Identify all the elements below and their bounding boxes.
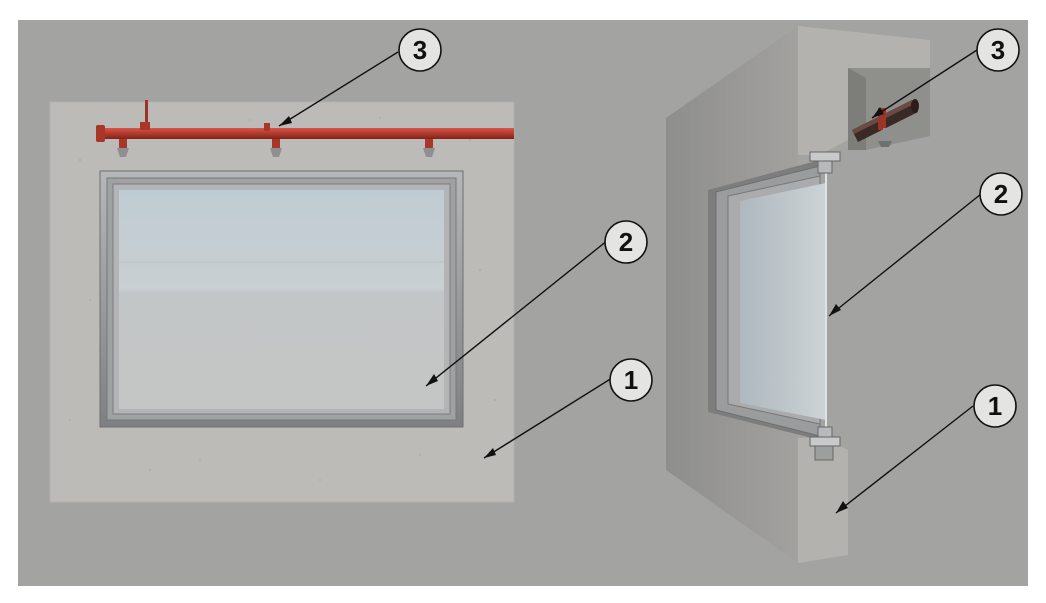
sprinkler-head <box>270 139 282 157</box>
leader-arrowheads <box>279 107 884 513</box>
callout-front-3: 3 <box>398 28 442 72</box>
callout-side-2: 2 <box>979 172 1023 216</box>
callout-side-1: 1 <box>973 384 1017 428</box>
frame-profile-top <box>809 151 841 174</box>
side-sprinkler-pipe <box>852 99 919 147</box>
front-glass-pane <box>119 190 444 409</box>
side-section-view <box>666 26 930 563</box>
callout-label: 3 <box>991 35 1005 65</box>
callout-label: 2 <box>619 227 633 257</box>
sprinkler-head <box>117 139 129 157</box>
frame-profile-bottom <box>809 426 841 461</box>
callout-side-3: 3 <box>976 28 1020 72</box>
front-view <box>49 100 515 503</box>
side-glass-pane <box>740 183 826 420</box>
callout-label: 3 <box>413 35 427 65</box>
callout-front-1: 1 <box>609 358 653 402</box>
side-wall-section <box>798 26 930 155</box>
leader-lines <box>278 49 982 514</box>
callout-front-2: 2 <box>604 220 648 264</box>
callout-label: 1 <box>624 365 638 395</box>
callout-label: 2 <box>994 179 1008 209</box>
callout-label: 1 <box>988 391 1002 421</box>
front-sprinkler-pipe <box>96 100 514 157</box>
sprinkler-head <box>423 139 435 157</box>
